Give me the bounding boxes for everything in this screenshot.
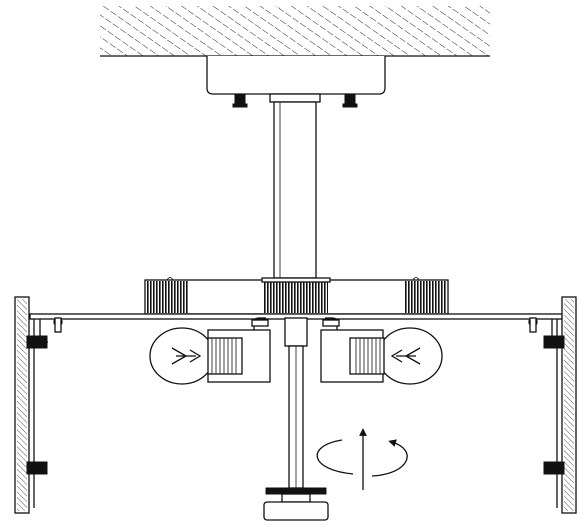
side-panel-left xyxy=(14,296,48,514)
center-rod xyxy=(284,317,308,489)
ceiling-canopy xyxy=(206,56,386,95)
bulb-left xyxy=(149,327,243,385)
fixture-hub xyxy=(144,277,449,315)
down-rod xyxy=(269,93,321,279)
side-panel-right xyxy=(543,296,577,514)
bulb-right xyxy=(349,327,443,385)
ceiling xyxy=(100,6,490,57)
canopy-screws xyxy=(232,93,358,108)
rotate-counterclockwise-icon xyxy=(316,428,408,490)
bottom-finial xyxy=(263,487,329,521)
